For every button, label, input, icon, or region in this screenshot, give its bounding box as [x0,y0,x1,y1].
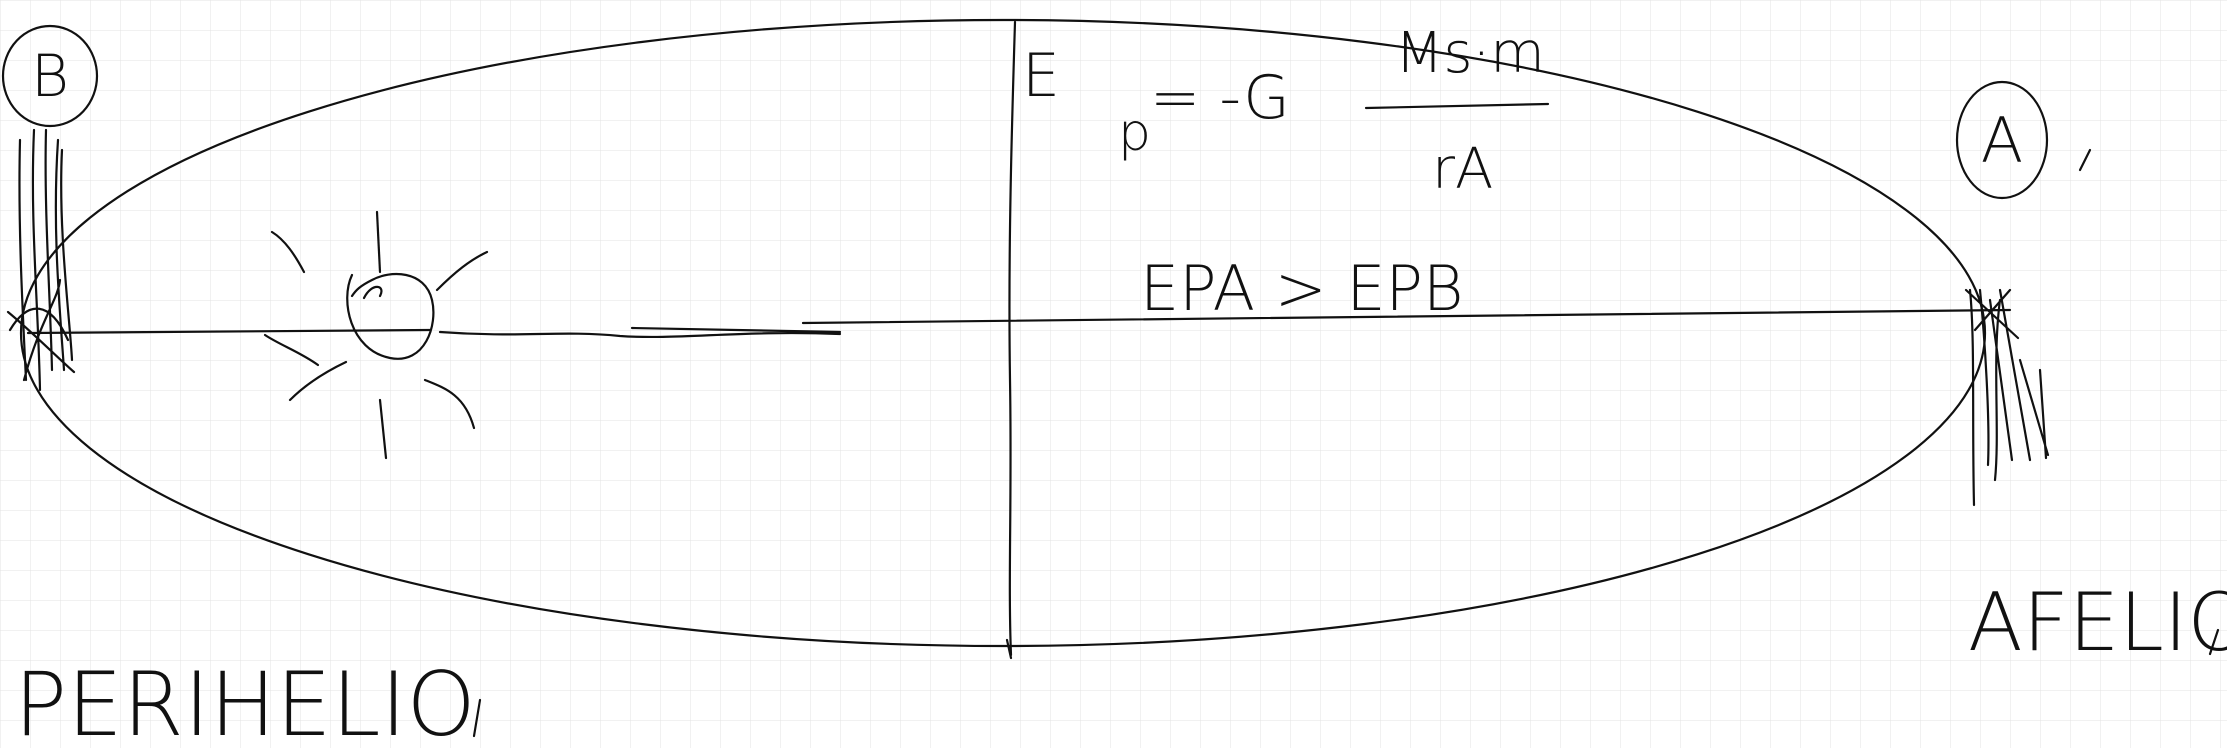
formula-denominator: rA [1432,137,1493,202]
perihelion-label: PERIHELIO [14,653,476,748]
formula-numerator: Ms·m [1395,21,1545,86]
energy-comparison: EPA > EPB [1140,252,1464,325]
point-a-label: A [1981,104,2023,177]
formula-lhs: E [1022,41,1060,111]
point-b-label: B [31,42,69,110]
aphelion-label: AFELIO [1968,576,2227,669]
formula-rhs: = -G [1150,63,1290,133]
formula-subscript: p [1118,103,1151,163]
